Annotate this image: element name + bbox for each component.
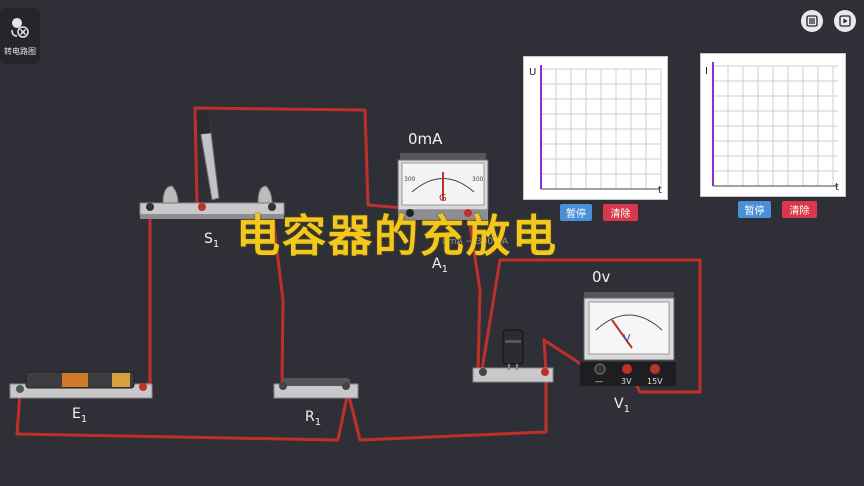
switch-label-sub: 1 — [212, 238, 220, 250]
ammeter-range: 0mA ~ 300mA — [442, 237, 509, 247]
switch-label: S1 — [204, 231, 219, 250]
ammeter-g-letter: G — [439, 193, 447, 204]
graph-i-pause-button[interactable]: 暂停 — [738, 201, 771, 218]
voltage-grid — [540, 65, 662, 190]
play-icon — [839, 15, 851, 27]
wire — [193, 106, 406, 210]
voltmeter-label-letter: V — [614, 396, 624, 412]
switch-diagram-label: 转电路图 — [4, 47, 36, 56]
voltmeter-reading: 0v — [592, 268, 611, 286]
wire — [346, 370, 548, 442]
current-grid — [712, 62, 838, 187]
ammeter-component[interactable] — [397, 153, 489, 220]
graph-i-y-label: I — [705, 66, 708, 77]
graph-u-y-label: U — [529, 67, 537, 78]
graph-i-clear-button[interactable]: 清除 — [782, 201, 817, 218]
wire — [141, 208, 152, 388]
battery-component[interactable] — [9, 371, 153, 399]
ammeter-scale-left: 300 — [404, 176, 416, 183]
ammeter-scale-right: 300 — [472, 176, 484, 183]
capacitor-component[interactable] — [472, 329, 554, 383]
graph-voltage: U t — [523, 56, 668, 200]
graph-current: I t — [700, 53, 846, 197]
ammeter-label: A1 — [432, 256, 448, 275]
resistor-label: R1 — [305, 409, 321, 428]
voltmeter-label-sub: 1 — [623, 403, 630, 415]
voltmeter-component[interactable] — [580, 292, 676, 386]
overlay-title: 电容器的充放电 — [236, 211, 558, 262]
resistor-label-letter: R — [305, 409, 315, 425]
graph-u-pause-button[interactable]: 暂停 — [560, 204, 592, 221]
voltmeter-terminal-3v: 3V — [621, 377, 632, 386]
resistor-component[interactable] — [273, 378, 359, 399]
graph-i-x-label: t — [835, 182, 839, 193]
play-button[interactable] — [834, 10, 856, 32]
switch-label-letter: S — [204, 231, 213, 247]
resistor-label-sub: 1 — [314, 416, 322, 428]
switch-diagram-button[interactable]: 转电路图 — [0, 8, 40, 64]
wire — [15, 390, 350, 442]
battery-label: E1 — [72, 406, 87, 425]
battery-label-letter: E — [72, 406, 81, 422]
voltmeter-label: V1 — [614, 396, 630, 415]
ammeter-label-letter: A — [432, 256, 442, 272]
voltmeter-v-letter: V — [623, 332, 631, 345]
ammeter-label-sub: 1 — [441, 263, 448, 275]
list-button[interactable] — [801, 10, 823, 32]
circuit-toggle-icon — [11, 18, 29, 38]
battery-label-sub: 1 — [80, 413, 88, 425]
graph-u-clear-button[interactable]: 清除 — [603, 204, 638, 221]
wires — [15, 106, 702, 442]
list-icon — [806, 15, 818, 27]
ammeter-reading: 0mA — [408, 130, 443, 148]
wire — [270, 208, 285, 387]
wire — [480, 258, 702, 394]
switch-component[interactable] — [139, 111, 285, 219]
voltmeter-terminal-15v: 15V — [647, 377, 663, 386]
graph-u-x-label: t — [658, 185, 662, 196]
voltmeter-terminal-neg: — — [595, 377, 603, 386]
wire — [542, 338, 592, 374]
wire — [466, 210, 482, 372]
